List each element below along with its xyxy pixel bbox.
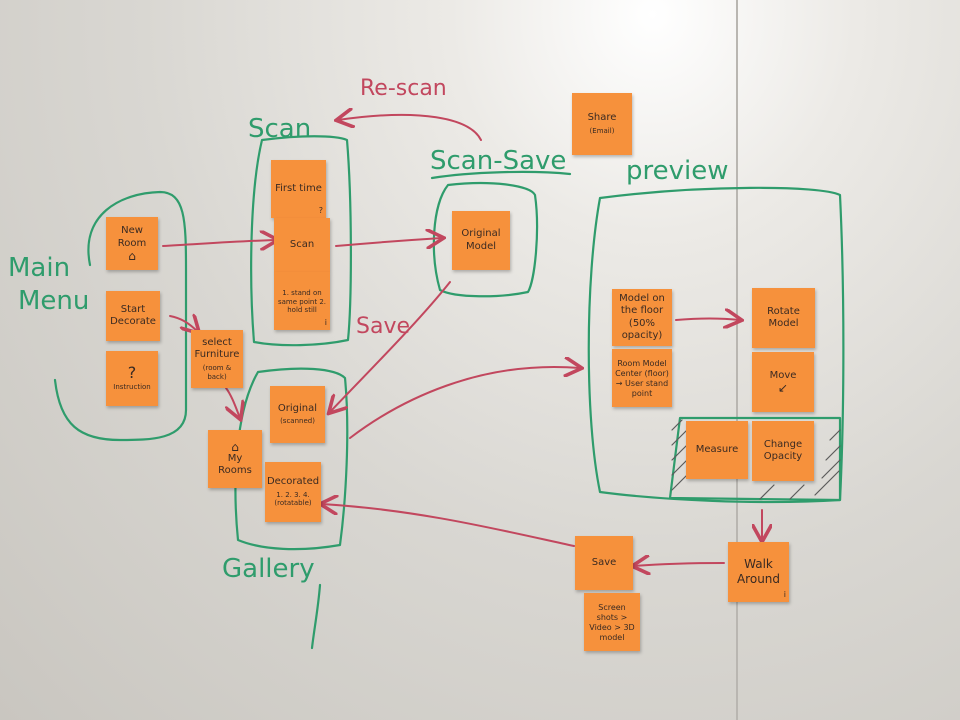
- house-icon: ⌂: [128, 249, 136, 263]
- note-walk-around: Walk Around i: [728, 542, 789, 602]
- note-share-text: Share: [587, 112, 617, 124]
- note-original-model: Original Model: [452, 211, 510, 270]
- note-start-decorate-text: Start Decorate: [110, 303, 156, 328]
- note-rotate-model: Rotate Model: [752, 288, 815, 348]
- note-select-furniture: select Furniture (room & back): [191, 330, 243, 388]
- note-scan-hint-corner: i: [324, 318, 327, 327]
- note-model-on-floor: Model on the floor (50% opacity): [612, 289, 672, 346]
- note-measure: Measure: [686, 421, 748, 479]
- arrow-new-room-to-scan: [162, 240, 276, 246]
- note-decorated: Decorated 1. 2. 3. 4. (rotatable): [265, 462, 321, 522]
- note-scan-hint: 1. stand on same point 2. hold still i: [274, 272, 330, 330]
- note-walk-around-corner: i: [783, 590, 786, 599]
- arrow-scan-to-original-model: [335, 238, 442, 246]
- note-change-opacity-text: Change Opacity: [763, 438, 803, 463]
- note-new-room: New Room ⌂: [106, 217, 158, 270]
- note-change-opacity: Change Opacity: [752, 421, 814, 481]
- note-first-time-corner: ?: [318, 206, 323, 215]
- note-save: Save: [575, 536, 633, 590]
- note-save-text: Save: [591, 556, 617, 568]
- note-share-sub: (Email): [589, 126, 615, 135]
- arrow-save-to-decorated: [322, 504, 575, 547]
- arrow-rescan: [338, 115, 482, 141]
- note-my-rooms-text: My Rooms: [218, 452, 252, 477]
- note-new-room-text: New Room: [117, 225, 147, 249]
- scan-save-group-outline: [432, 181, 539, 298]
- note-model-on-floor-text: Model on the floor (50% opacity): [619, 292, 665, 342]
- note-original: Original (scanned): [270, 386, 325, 443]
- note-save-options-text: Screen shots > Video > 3D model: [589, 603, 635, 642]
- note-room-model-center-text: Room Model Center (floor) → User stand p…: [615, 359, 669, 398]
- question-mark-glyph: ?: [127, 363, 137, 383]
- label-main-menu-line1: Main: [8, 253, 71, 283]
- main-menu-outline: [53, 190, 188, 442]
- note-scan-text: Scan: [289, 238, 315, 250]
- note-scan-hint-text: 1. stand on same point 2. hold still: [277, 288, 327, 315]
- arrow-save-to-gallery: [330, 281, 451, 412]
- note-original-sub: (scanned): [280, 417, 315, 426]
- note-move-text: Move: [769, 369, 797, 381]
- label-save-arrow: Save: [356, 314, 411, 339]
- note-move: Move ↙: [752, 352, 814, 412]
- measure-group-outline: [668, 416, 842, 502]
- note-original-text: Original: [277, 402, 318, 414]
- note-save-options: Screen shots > Video > 3D model: [584, 593, 640, 651]
- arrow-start-decorate-to-select: [169, 316, 198, 332]
- note-scan: Scan: [274, 218, 330, 272]
- arrow-model-to-rotate: [675, 319, 740, 321]
- house-icon: ⌂: [231, 439, 239, 454]
- whiteboard-panel-seam: [736, 0, 738, 720]
- label-scan: Scan: [248, 114, 312, 144]
- note-select-furniture-text: select Furniture: [194, 336, 240, 361]
- arrow-select-to-gallery: [226, 387, 240, 418]
- arrow-walk-to-save: [634, 563, 725, 566]
- axis-arrows-icon: ↙: [777, 381, 789, 396]
- label-gallery: Gallery: [222, 554, 315, 584]
- label-main-menu-line2: Menu: [18, 286, 90, 316]
- note-instruction-text: Instruction: [113, 383, 151, 392]
- note-room-model-center: Room Model Center (floor) → User stand p…: [612, 349, 672, 407]
- arrow-gallery-to-preview: [349, 367, 580, 439]
- note-walk-around-text: Walk Around: [736, 557, 781, 586]
- label-scan-save: Scan-Save: [430, 146, 567, 176]
- scan-group-outline: [250, 135, 352, 347]
- note-share: Share (Email): [572, 93, 632, 155]
- label-preview: preview: [626, 156, 729, 186]
- note-original-model-text: Original Model: [461, 228, 501, 252]
- note-first-time-text: First time: [275, 182, 322, 194]
- hatch-marks: [671, 419, 841, 500]
- note-measure-text: Measure: [695, 443, 739, 455]
- note-decorated-text: Decorated: [266, 476, 320, 487]
- note-my-rooms: ⌂ My Rooms: [208, 430, 262, 488]
- note-first-time: First time ?: [271, 160, 326, 218]
- note-decorated-sub: 1. 2. 3. 4. (rotatable): [274, 490, 312, 508]
- note-rotate-model-text: Rotate Model: [767, 305, 800, 330]
- note-start-decorate: Start Decorate: [106, 291, 160, 341]
- label-rescan: Re-scan: [360, 76, 447, 101]
- note-select-furniture-sub: (room & back): [202, 363, 232, 381]
- note-instruction: ? Instruction: [106, 351, 158, 406]
